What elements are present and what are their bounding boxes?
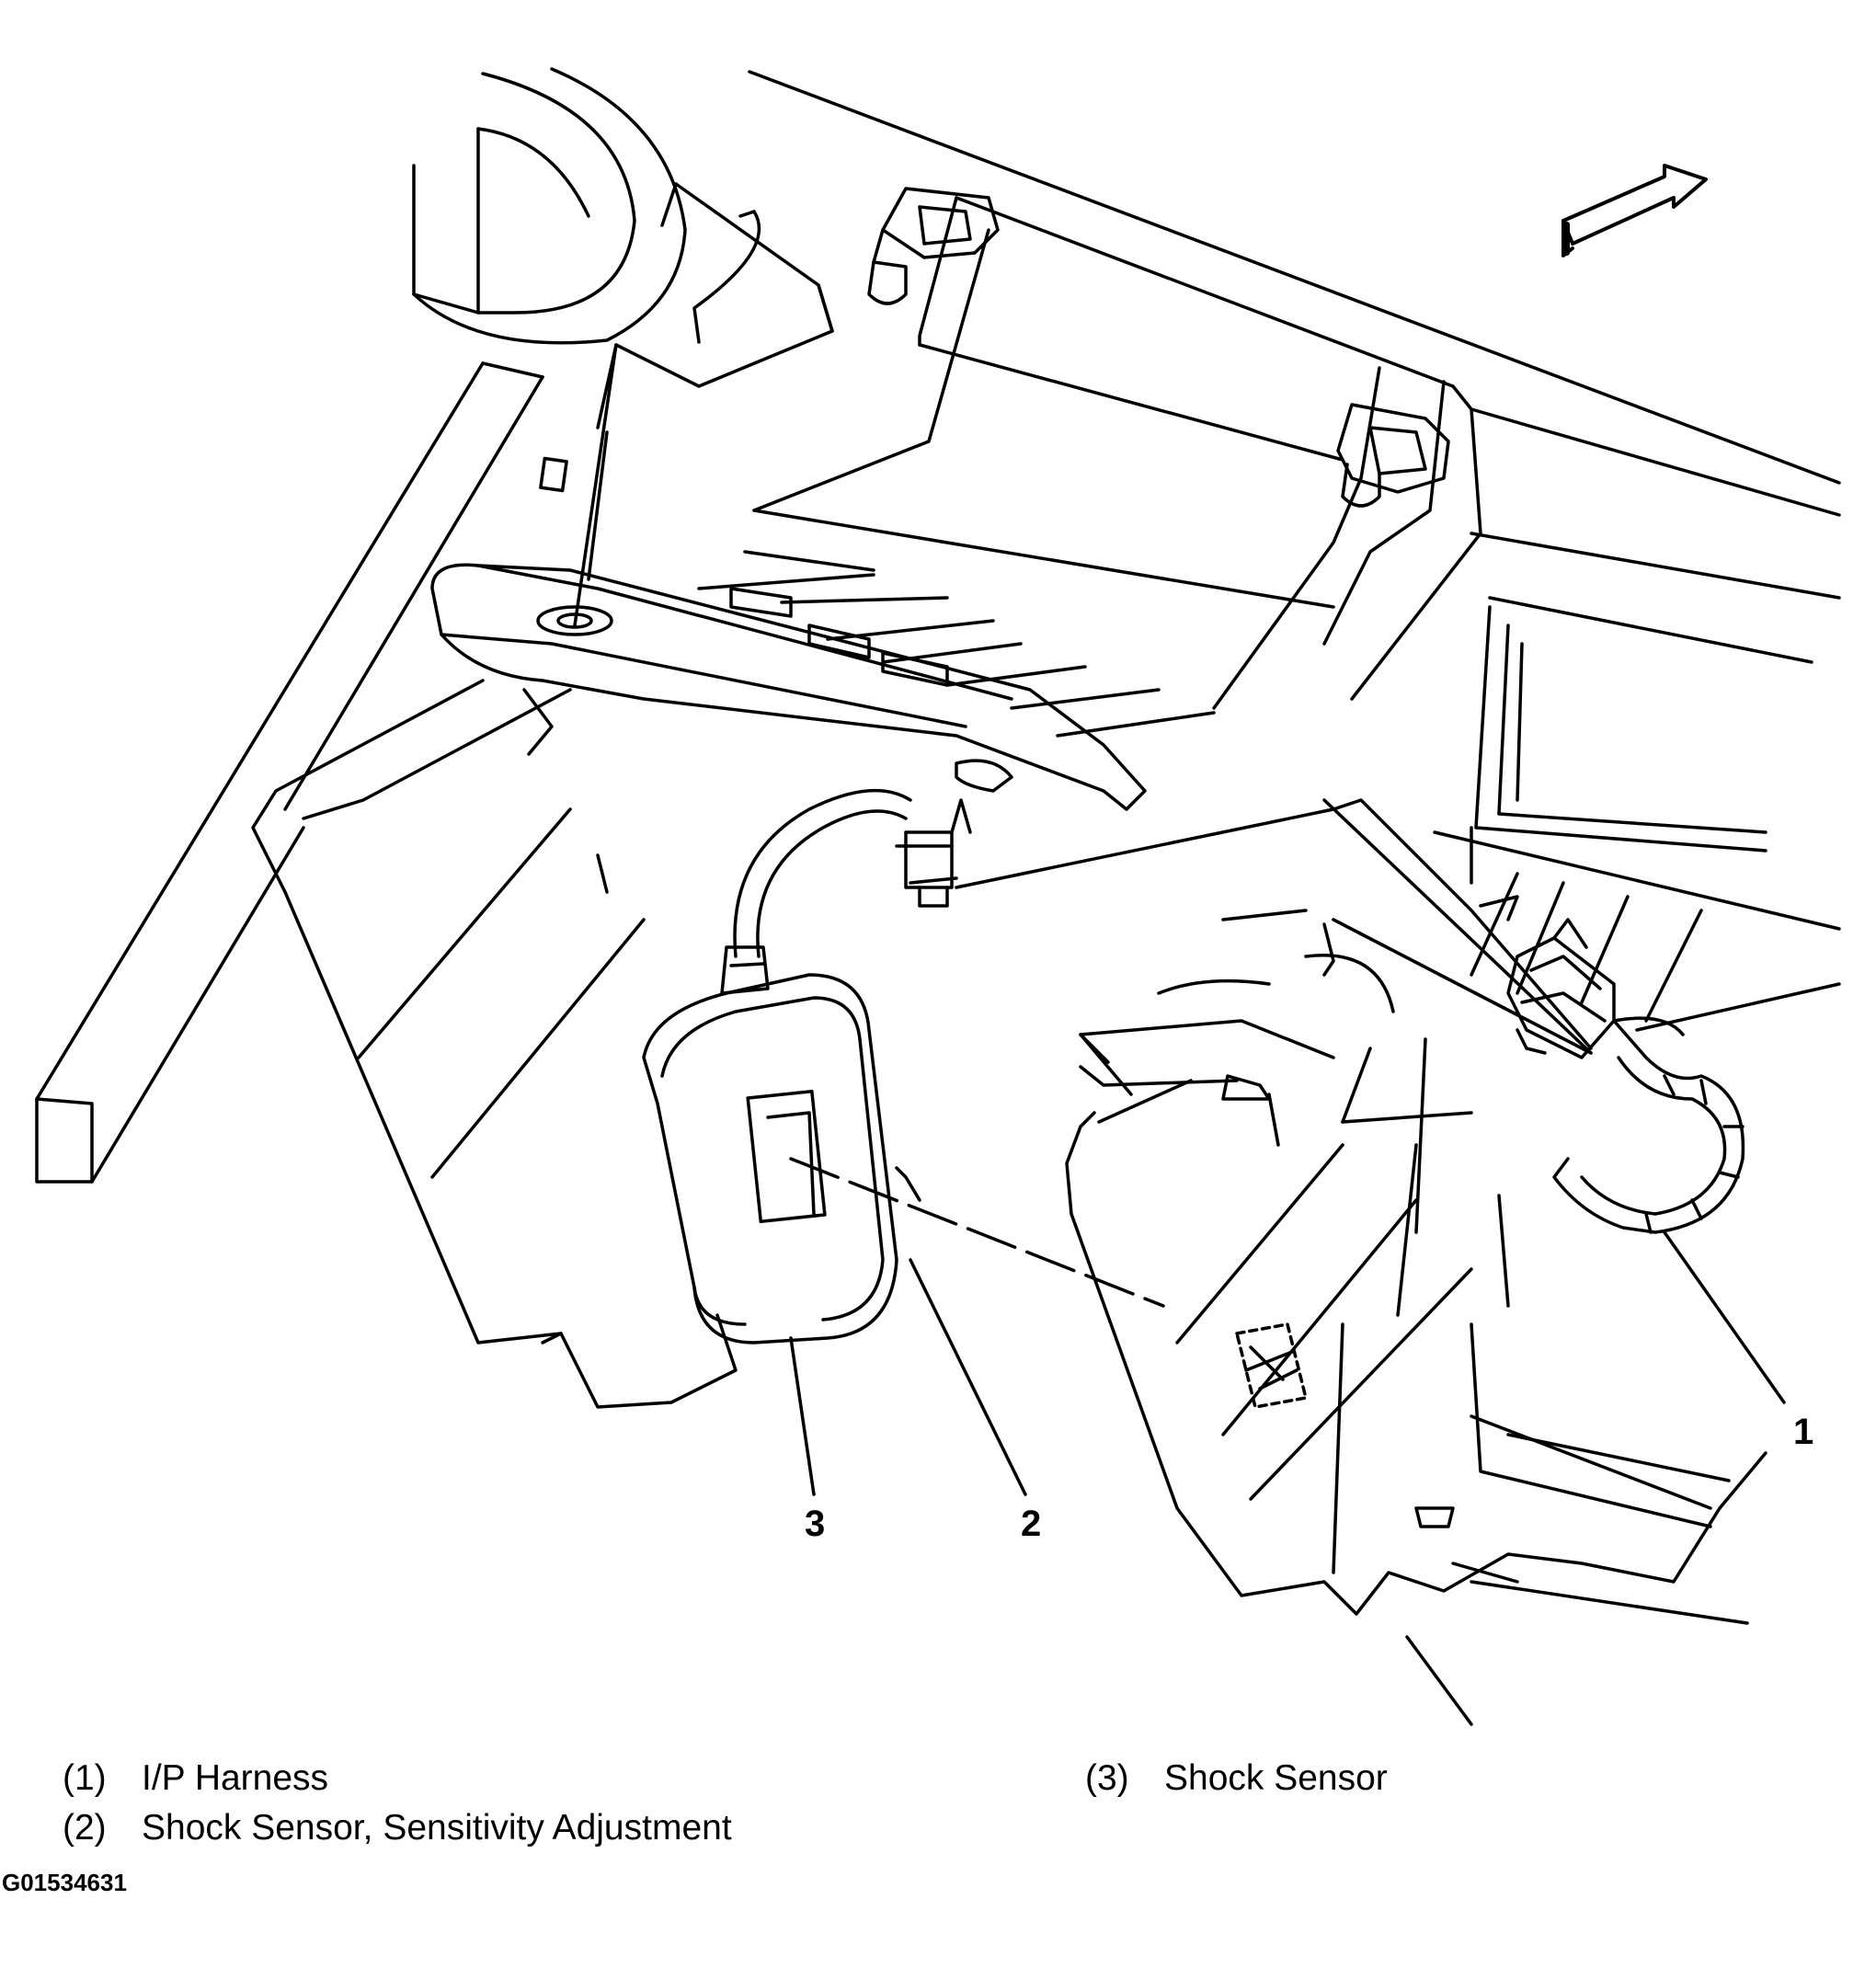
rear-panel-lines	[752, 343, 1344, 609]
sensor-pigtail	[733, 788, 972, 958]
dash-top-edge	[748, 70, 1841, 517]
legend-label: I/P Harness	[142, 1758, 329, 1798]
upper-mounting-nut	[867, 187, 1000, 305]
legend-item: (2) Shock Sensor, Sensitivity Adjustment	[63, 1808, 732, 1848]
adjustment-leader	[789, 1157, 1165, 1308]
legend-item: (3) Shock Sensor	[1085, 1758, 1388, 1799]
center-bracket	[573, 182, 834, 627]
right-mounting-nut	[1336, 403, 1450, 508]
figure-code: G01534631	[2, 1869, 127, 1896]
callout-3: 3	[805, 1504, 825, 1544]
vent-grille	[1235, 1322, 1308, 1409]
ip-harness	[1506, 918, 1745, 1234]
callout-leaders	[789, 1230, 1786, 1496]
front-arrow-icon	[1561, 164, 1708, 257]
callout-2: 2	[1021, 1504, 1041, 1544]
right-dash-panel	[1433, 532, 1841, 1510]
detail-view-pointer	[1322, 798, 1593, 1055]
callout-1: 1	[1793, 1412, 1813, 1452]
knee-bolster-panel	[251, 679, 738, 1409]
legend-number: (3)	[1085, 1758, 1129, 1798]
legend-label: Shock Sensor, Sensitivity Adjustment	[142, 1808, 732, 1848]
steering-column-ring	[412, 67, 761, 345]
right-lower-panel	[955, 798, 1767, 1726]
legend-number: (1)	[63, 1758, 107, 1798]
legend-label: Shock Sensor	[1164, 1758, 1388, 1798]
instrument-panel-diagram: 1 2 3	[35, 67, 1841, 1726]
glovebox-frame	[752, 196, 1482, 710]
shock-sensor-module	[642, 945, 921, 1344]
cross-brace	[430, 550, 1216, 811]
left-bracket	[35, 361, 568, 1184]
legend-number: (2)	[63, 1808, 107, 1848]
legend-item: (1) I/P Harness	[63, 1758, 328, 1799]
